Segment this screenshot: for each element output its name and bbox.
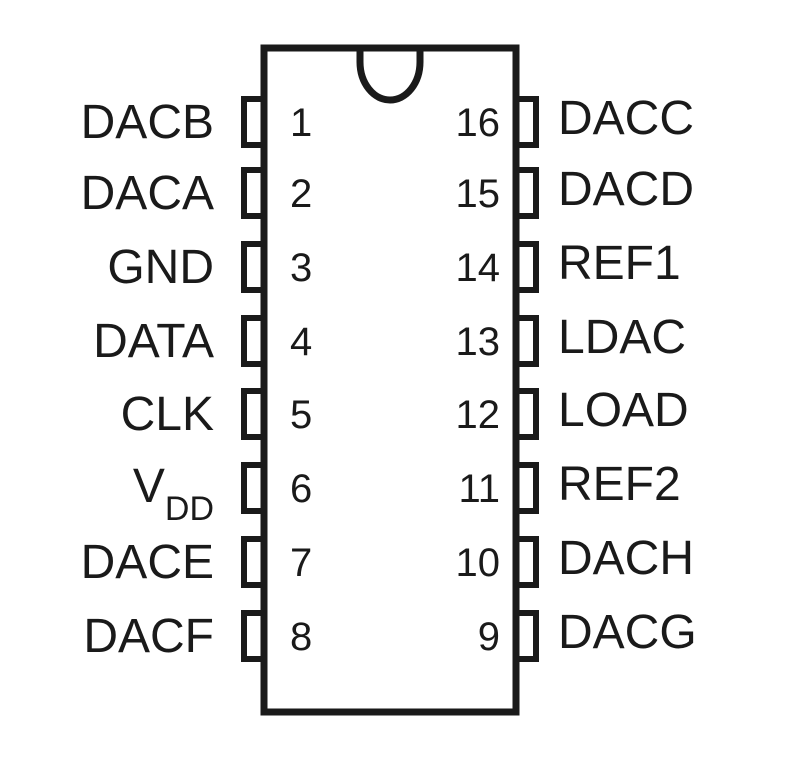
pin-number: 12 [456,393,501,437]
pin-3: 3 GND [107,241,312,294]
pin-name: DATA [93,315,214,368]
pin-name-main: V [133,460,165,513]
pin-number: 8 [290,615,312,659]
pin-2: 2 DACA [81,167,312,220]
pin-lead [516,315,539,367]
pin-number: 9 [478,615,500,659]
pin-name-subscript: DD [165,490,214,528]
pin-number: 15 [456,172,501,216]
pin-lead [241,167,264,219]
pin-6: 6 VDD [133,460,312,528]
pin-1: 1 DACB [81,96,312,149]
pin-name: VDD [133,460,214,528]
pin-10: 10 DACH [456,532,694,588]
pin-7: 7 DACE [81,536,312,589]
pin-number: 7 [290,541,312,585]
pin-name: LDAC [558,311,686,364]
pin-lead [241,241,264,293]
pin-14: 14 REF1 [456,237,681,293]
pin-number: 14 [456,246,501,290]
pin-lead [516,388,539,440]
pin-11: 11 REF2 [458,458,681,514]
pin-5: 5 CLK [121,388,312,441]
pin-name: GND [107,241,214,294]
pin-number: 2 [290,172,312,216]
pin-lead [241,315,264,367]
pin-name: REF1 [558,237,681,290]
pin-number: 1 [290,101,312,145]
pin-9: 9 DACG [478,606,697,662]
pin-name: LOAD [558,384,689,437]
pin-name: DACH [558,532,694,585]
pin-number: 13 [456,320,501,364]
pin-lead [241,536,264,588]
pin-name: DACD [558,163,694,216]
ic-package-body [260,44,520,716]
pin-number: 5 [290,393,312,437]
pin-8: 8 DACF [83,610,312,663]
pin-number: 4 [290,320,312,364]
pin-lead [516,241,539,293]
pin-15: 15 DACD [456,163,694,219]
pin-number: 11 [458,467,500,511]
pin-name: DACC [558,92,694,145]
pin-number: 6 [290,467,312,511]
pin-name: REF2 [558,458,681,511]
pin-lead [241,388,264,440]
pin-lead [516,536,539,588]
pin1-notch [356,48,424,104]
pin-name: DACE [81,536,214,589]
pin-name: DACB [81,96,214,149]
pin-name: DACA [81,167,214,220]
pin-number: 16 [456,101,501,145]
pin-name: DACG [558,606,697,659]
pin-lead [241,610,264,662]
pin-lead [516,96,539,148]
pin-lead [241,96,264,148]
pin-name: CLK [121,388,214,441]
pin-4: 4 DATA [93,315,312,368]
pin-number: 10 [456,541,501,585]
pin-13: 13 LDAC [456,311,686,367]
pin-lead [516,610,539,662]
pin-lead [241,462,264,514]
left-pin-group: 1 DACB 2 DACA 3 GND 4 DATA 5 CLK 6 VDD 7 DACE 8 DACF [81,96,312,663]
pin-12: 12 LOAD [456,384,689,440]
pin-16: 16 DACC [456,92,694,148]
pin-lead [516,462,539,514]
pin-lead [516,167,539,219]
pin-name: DACF [83,610,214,663]
pin-number: 3 [290,246,312,290]
